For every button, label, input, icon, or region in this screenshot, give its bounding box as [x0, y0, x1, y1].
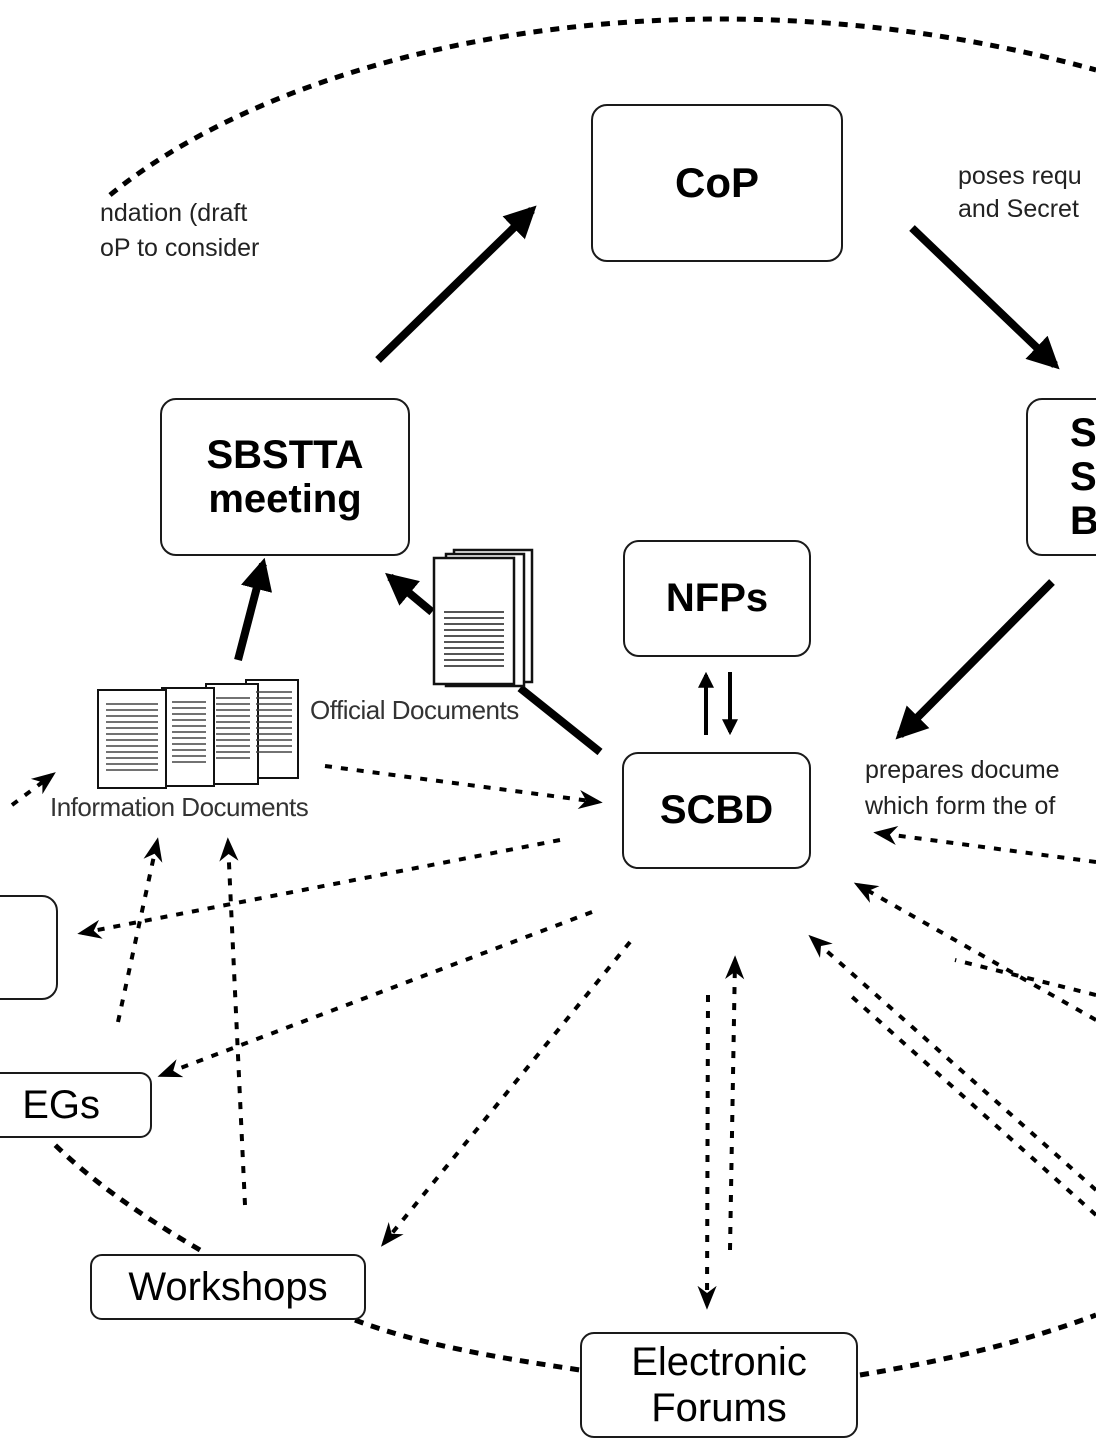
arrow-officialdocs-to-sbstta: [385, 572, 435, 616]
outer-cycle-bottom-left: [354, 1317, 581, 1373]
nfps-node: NFPs: [623, 540, 811, 657]
cop-node: CoP: [591, 104, 843, 262]
workshops-node: Workshops: [90, 1254, 366, 1320]
arrow-infodocs-to-sbstta: [234, 557, 273, 662]
poses-request-label: poses requ and Secret: [958, 162, 1082, 223]
information-documents-label: Information Documents: [50, 792, 309, 822]
flow-scbd-to-workshops: [380, 940, 632, 1247]
flow-right-extra-1: [848, 993, 1096, 1217]
left-partial-node: [0, 895, 58, 1000]
prepares-documents-label: prepares docume which form the of: [865, 756, 1060, 820]
flow-workshops-to-infodocs: [219, 837, 247, 1206]
outer-cycle-left: [48, 1138, 202, 1253]
flow-left-to-infodocs: [10, 772, 56, 807]
arrow-bureau-to-scbd: [895, 579, 1055, 740]
electronic-forums-node: Electronic Forums: [580, 1332, 858, 1438]
document-stack-icon: [432, 548, 536, 688]
flow-right-to-prepares: [873, 826, 1096, 864]
flow-scbd-to-forums: [697, 994, 717, 1310]
flow-right-extra-2: [954, 958, 1096, 997]
recommendation-label: ndation (draft oP to consider: [100, 199, 260, 262]
flow-right-to-scbd-1: [808, 934, 1096, 1192]
scbd-node: SCBD: [622, 752, 811, 869]
up-down-arrows-icon: [698, 671, 738, 736]
arrow-sbstta-to-cop: [375, 205, 537, 363]
flow-egs-to-infodocs: [116, 837, 163, 1023]
flow-right-to-scbd-2: [853, 882, 1096, 1022]
outer-cycle-bottom-right: [859, 1312, 1096, 1378]
egs-node: EGs: [0, 1072, 152, 1138]
arrow-scbd-to-officialdocs: [517, 684, 603, 756]
sbstta-meeting-node: SBSTTA meeting: [160, 398, 410, 556]
flow-infodocs-to-scbd: [324, 764, 603, 810]
official-documents-label: Official Documents: [310, 695, 519, 725]
arrow-cop-to-bureau: [909, 225, 1060, 370]
flow-scbd-to-left-box: [77, 838, 561, 939]
flow-forums-to-scbd: [725, 955, 745, 1251]
sbstta-bureau-node: S S B: [1026, 398, 1096, 556]
information-documents-icon: [96, 678, 302, 790]
flow-scbd-to-egs: [157, 910, 593, 1078]
